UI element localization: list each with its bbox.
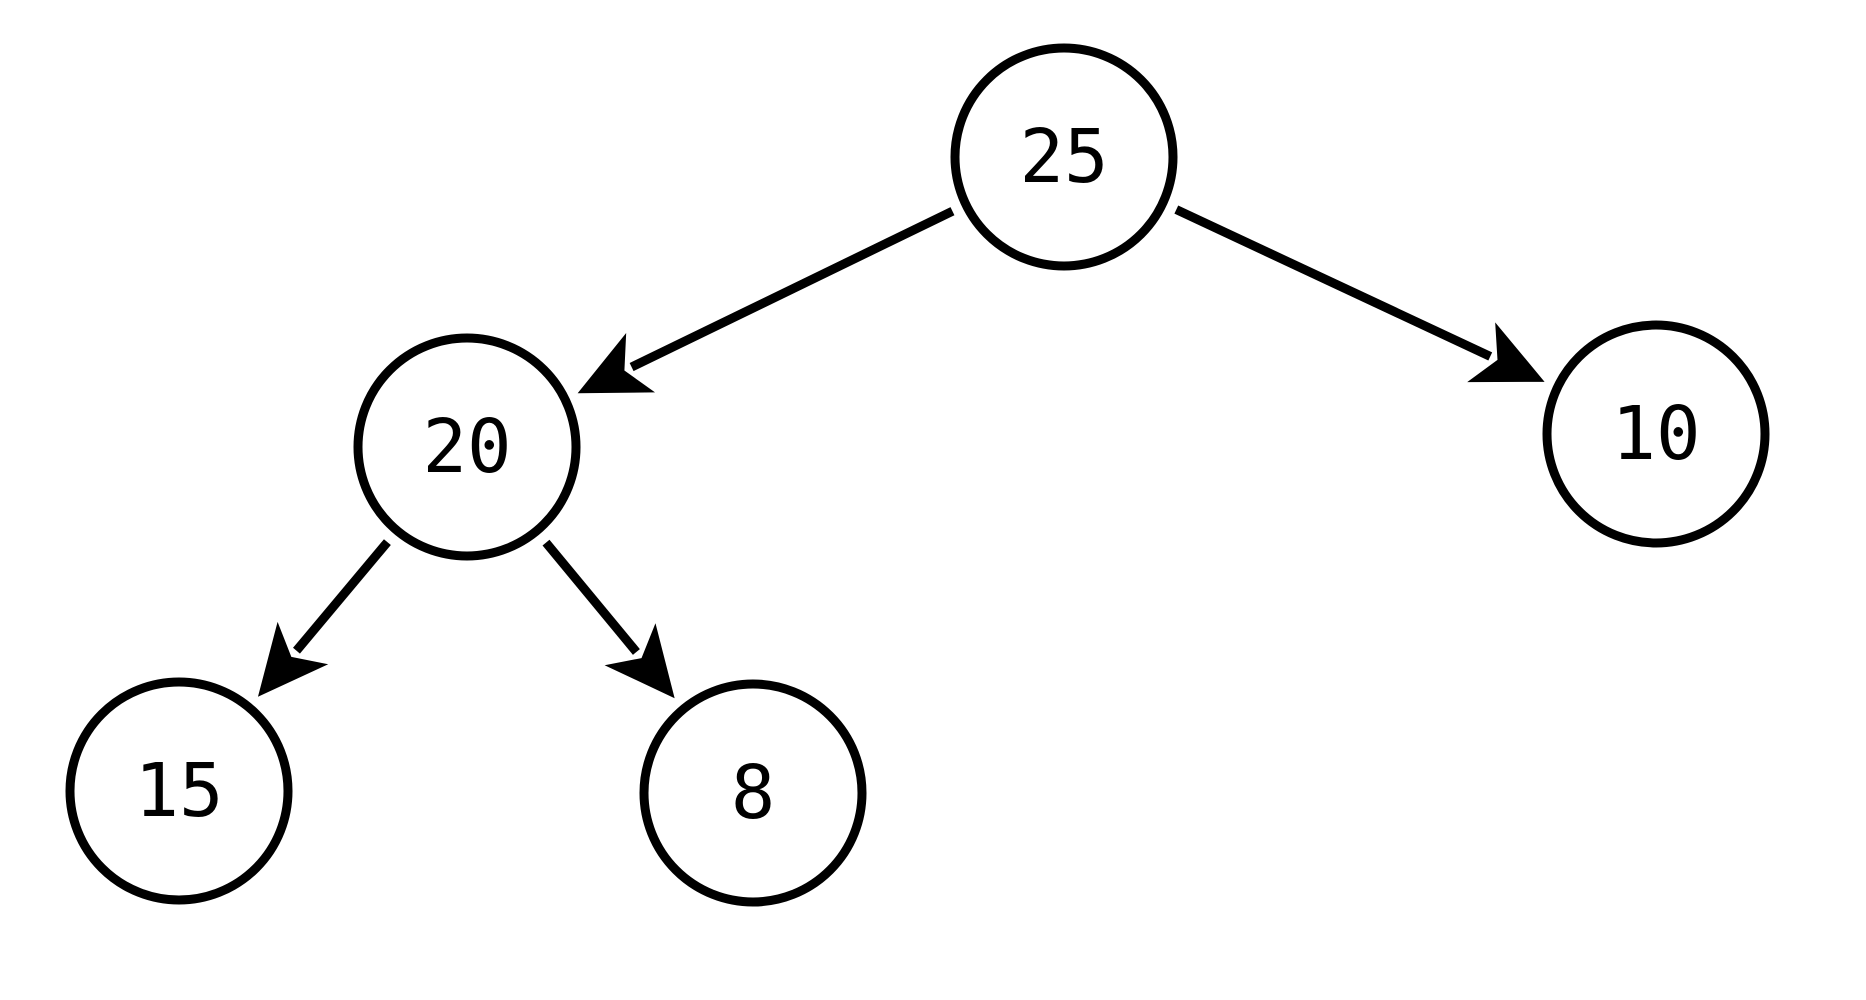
tree-node-n15: 15 [65,677,293,905]
edge-n25-to-n20 [577,207,955,394]
edge-n20-to-n15 [257,539,391,697]
tree-node-n8: 8 [639,679,867,907]
tree-node-n20: 20 [353,333,581,561]
node-label: 25 [1019,114,1108,200]
node-label: 20 [422,404,511,490]
edge-line [629,207,955,372]
edge-line [293,539,391,654]
node-circle [950,43,1178,271]
arrowhead-icon [1467,322,1545,383]
arrowhead-icon [257,621,329,697]
arrowhead-icon [577,332,656,394]
nodes-layer: 25 20 10 15 8 [65,43,1770,907]
node-circle [1542,320,1770,548]
edge-n25-to-n10 [1174,205,1545,383]
node-circle [639,679,867,907]
tree-node-n10: 10 [1542,320,1770,548]
edge-line [1174,205,1493,361]
node-label: 15 [134,748,223,834]
node-circle [353,333,581,561]
node-circle [65,677,293,905]
arrowhead-icon [604,623,675,699]
node-label: 10 [1611,391,1700,477]
edges-layer [257,205,1545,699]
edge-n20-to-n8 [542,539,675,699]
node-label: 8 [731,750,776,836]
tree-node-n25: 25 [950,43,1178,271]
edge-line [542,539,640,655]
